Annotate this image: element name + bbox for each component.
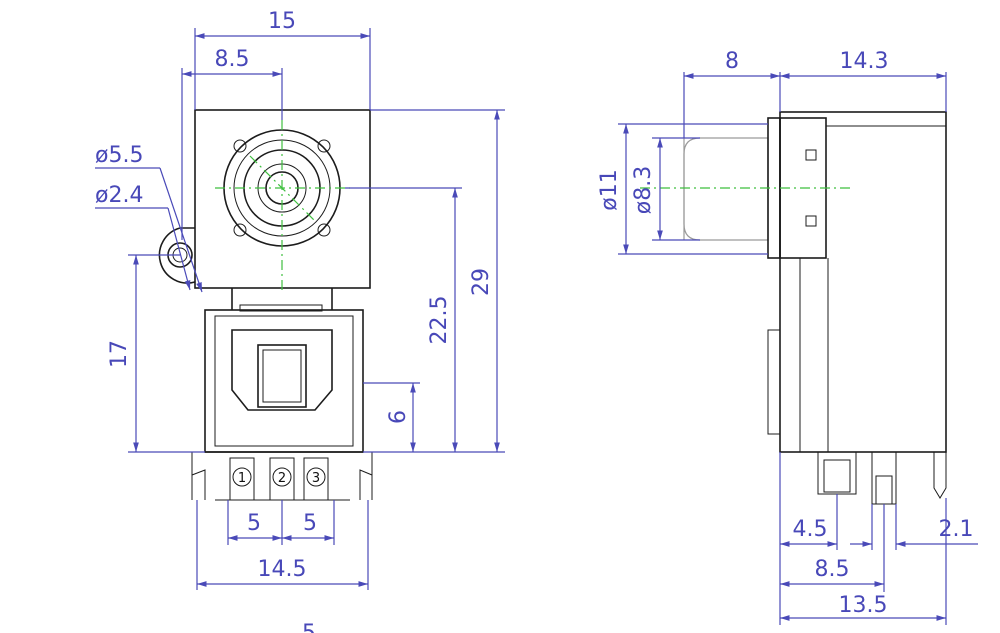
dim-total-height: 29: [469, 268, 494, 296]
side-bump: [767, 329, 781, 435]
dim-inner-diameter: ø2.4: [95, 183, 143, 208]
side-body: [779, 111, 947, 453]
dim-base-width: 14.5: [258, 557, 307, 582]
leader-2-4: [167, 207, 191, 291]
dim-plug-length: 8: [725, 49, 739, 74]
dim-bottom-cut: 5: [302, 621, 316, 633]
dim-outer-diameter: ø5.5: [95, 143, 143, 168]
pin-label-1: 1: [238, 471, 246, 486]
plug-body: [683, 137, 769, 241]
dim-pin-spacing-right: 5: [303, 511, 317, 536]
dim-plug-diameter: ø8.3: [631, 166, 656, 214]
dim-pin-width: 2.1: [939, 517, 974, 542]
dim-pin-offset-1: 4.5: [793, 517, 828, 542]
flange-slot-top: [805, 149, 817, 161]
dim-flange-diameter: ø11: [597, 169, 622, 210]
dim-pin-spacing-left: 5: [247, 511, 261, 536]
dim-pin-offset-2: 8.5: [815, 557, 850, 582]
dim-pin-offset-3: 13.5: [839, 593, 888, 618]
dim-width-top: 15: [268, 9, 296, 34]
pin-label-3: 3: [312, 471, 320, 486]
pin-label-2: 2: [278, 471, 286, 486]
flange-slot-bottom: [805, 215, 817, 227]
front-view: 1 2 3 15 8.5 ø5.5 ø2.4 17 22.5: [95, 9, 505, 633]
dim-lower-height: 6: [386, 410, 411, 424]
dim-body-length: 14.3: [840, 49, 889, 74]
centerline-diag: [249, 155, 315, 221]
dim-center-offset: 8.5: [215, 47, 250, 72]
pin-labels: 1 2 3: [232, 467, 326, 487]
mounting-ear: [158, 227, 196, 284]
dim-center-height: 22.5: [427, 296, 452, 345]
dim-mount-height: 17: [107, 340, 132, 368]
side-view: 8 14.3 ø11 ø8.3 4.5 2.1 8.5 13.5: [597, 49, 978, 625]
lower-housing: [204, 304, 364, 453]
pin-block: [191, 451, 373, 501]
leader-5-5: [159, 167, 203, 293]
